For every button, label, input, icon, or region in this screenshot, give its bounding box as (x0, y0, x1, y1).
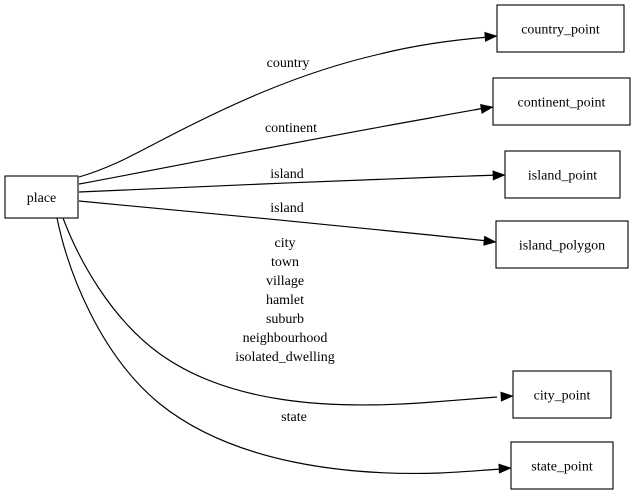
node-box[interactable] (496, 4, 625, 53)
edge-arrowhead (500, 391, 514, 402)
node-label: country_point (521, 23, 600, 38)
node-box[interactable] (512, 370, 612, 419)
edge-arrowhead (492, 170, 506, 181)
edge-line (78, 200, 489, 242)
edge-label-line: neighbourhood (243, 331, 328, 346)
node-box[interactable] (495, 220, 629, 269)
node-island_point[interactable]: island_point (504, 150, 621, 199)
edge-line (78, 107, 486, 185)
edge-label-line: country (267, 56, 310, 71)
edge-label: state (281, 410, 307, 425)
edge-label: country (267, 56, 310, 71)
node-box[interactable] (4, 175, 79, 219)
edge-label-line: state (281, 410, 307, 425)
edge-label-line: city (275, 236, 296, 251)
node-label: city_point (534, 389, 591, 404)
node-label: island_point (528, 169, 597, 184)
node-label: state_point (531, 460, 593, 475)
node-continent_point[interactable]: continent_point (492, 77, 631, 126)
edge-label-line: island (270, 201, 303, 216)
edge-arrowhead (480, 103, 494, 114)
node-island_polygon[interactable]: island_polygon (495, 220, 629, 269)
edge-label-line: hamlet (266, 293, 304, 308)
edge-place-to-city_point: city town village hamlet suburb neighbourhood… (62, 217, 514, 406)
edge-line (56, 217, 503, 474)
node-box[interactable] (492, 77, 631, 126)
edge-arrowhead (484, 31, 498, 42)
node-label: continent_point (518, 96, 606, 111)
edge-label-line: village (266, 274, 304, 289)
node-label: place (27, 191, 57, 206)
edge-label-line: isolated_dwelling (235, 350, 335, 365)
edge-label-line: suburb (266, 312, 304, 327)
node-state_point[interactable]: state_point (510, 441, 614, 490)
edge-label: island (270, 201, 303, 216)
edge-label: continent (265, 121, 317, 136)
edge-label-line: town (271, 255, 299, 270)
edge-line (78, 36, 490, 178)
edge-arrowhead (483, 235, 497, 246)
edge-place-to-continent_point: continent (78, 103, 494, 185)
node-box[interactable] (510, 441, 614, 490)
edge-place-to-island_polygon: island (78, 200, 497, 246)
edge-line (78, 174, 498, 193)
edge-label-line: continent (265, 121, 317, 136)
node-label: island_polygon (519, 239, 605, 254)
edge-label-line: island (270, 167, 303, 182)
node-city_point[interactable]: city_point (512, 370, 612, 419)
edge-place-to-state_point: state (56, 217, 512, 474)
edge-arrowhead (498, 463, 512, 474)
edge-place-to-country_point: country (78, 31, 498, 178)
node-country_point[interactable]: country_point (496, 4, 625, 53)
node-box[interactable] (504, 150, 621, 199)
node-place[interactable]: place (4, 175, 79, 219)
edge-label: city town village hamlet suburb neighbourhood… (235, 236, 335, 365)
edge-line (62, 217, 498, 406)
edge-place-to-island_point: island (78, 167, 506, 193)
edge-label: island (270, 167, 303, 182)
